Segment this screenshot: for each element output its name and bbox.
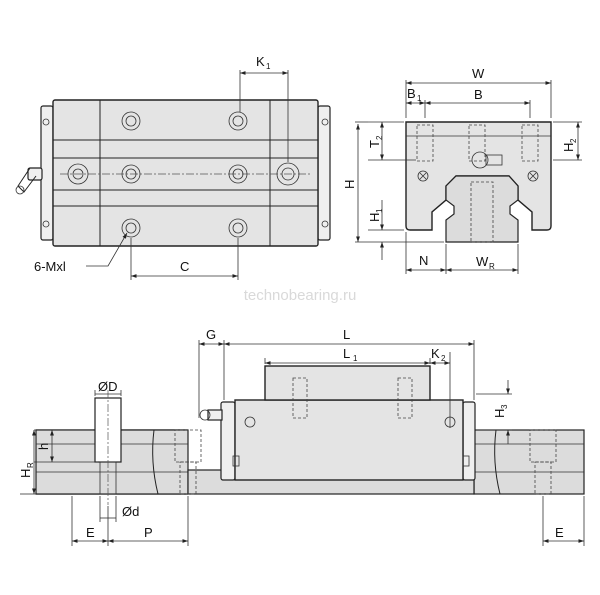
label-D: ØD (98, 379, 118, 394)
rail-side-right (473, 429, 585, 495)
svg-text:1: 1 (353, 354, 358, 363)
label-E-right: E (555, 525, 564, 540)
label-H2: H (561, 143, 576, 152)
svg-text:3: 3 (500, 404, 509, 409)
block-top-flange (264, 365, 431, 401)
svg-text:1: 1 (417, 94, 422, 103)
label-mounting-holes: 6-Mxl (34, 259, 66, 274)
svg-text:1: 1 (266, 62, 271, 71)
label-P: P (144, 525, 153, 540)
svg-text:2: 2 (569, 138, 578, 143)
label-B: B (474, 87, 483, 102)
label-H1: H (367, 213, 382, 222)
label-B1: B (407, 86, 416, 101)
svg-text:2: 2 (441, 354, 446, 363)
rail-end-view (445, 175, 519, 243)
label-N: N (419, 253, 428, 268)
label-H: H (342, 180, 357, 189)
block-top-view (52, 99, 319, 247)
label-K1: K (256, 54, 265, 69)
svg-text:R: R (26, 462, 35, 468)
end-view: W B 1 B T 2 H H 1 H 2 (342, 66, 582, 274)
svg-text:2: 2 (375, 135, 384, 140)
label-H3: H (492, 409, 507, 418)
label-h: h (36, 443, 51, 450)
label-d: Ød (122, 504, 139, 519)
side-view: G L L 1 K 2 H 3 ØD h H R (18, 327, 585, 546)
label-K2: K (431, 346, 440, 361)
label-C: C (180, 259, 189, 274)
svg-text:R: R (489, 262, 495, 271)
label-HR: H (18, 469, 33, 478)
top-view: K 1 C 6-Mxl (15, 54, 331, 280)
svg-text:1: 1 (375, 208, 384, 213)
label-WR: W (476, 254, 489, 269)
end-seal-left (40, 105, 54, 241)
block-side-view (234, 399, 464, 481)
label-W: W (472, 66, 485, 81)
label-T2: T (367, 140, 382, 148)
label-G: G (206, 327, 216, 342)
grease-nipple-top (15, 167, 43, 195)
label-L1: L (343, 346, 350, 361)
label-L: L (343, 327, 350, 342)
top-mounting-holes (67, 111, 300, 238)
end-seal-right (317, 105, 331, 241)
label-E-left: E (86, 525, 95, 540)
watermark: technobearing.ru (244, 287, 357, 304)
